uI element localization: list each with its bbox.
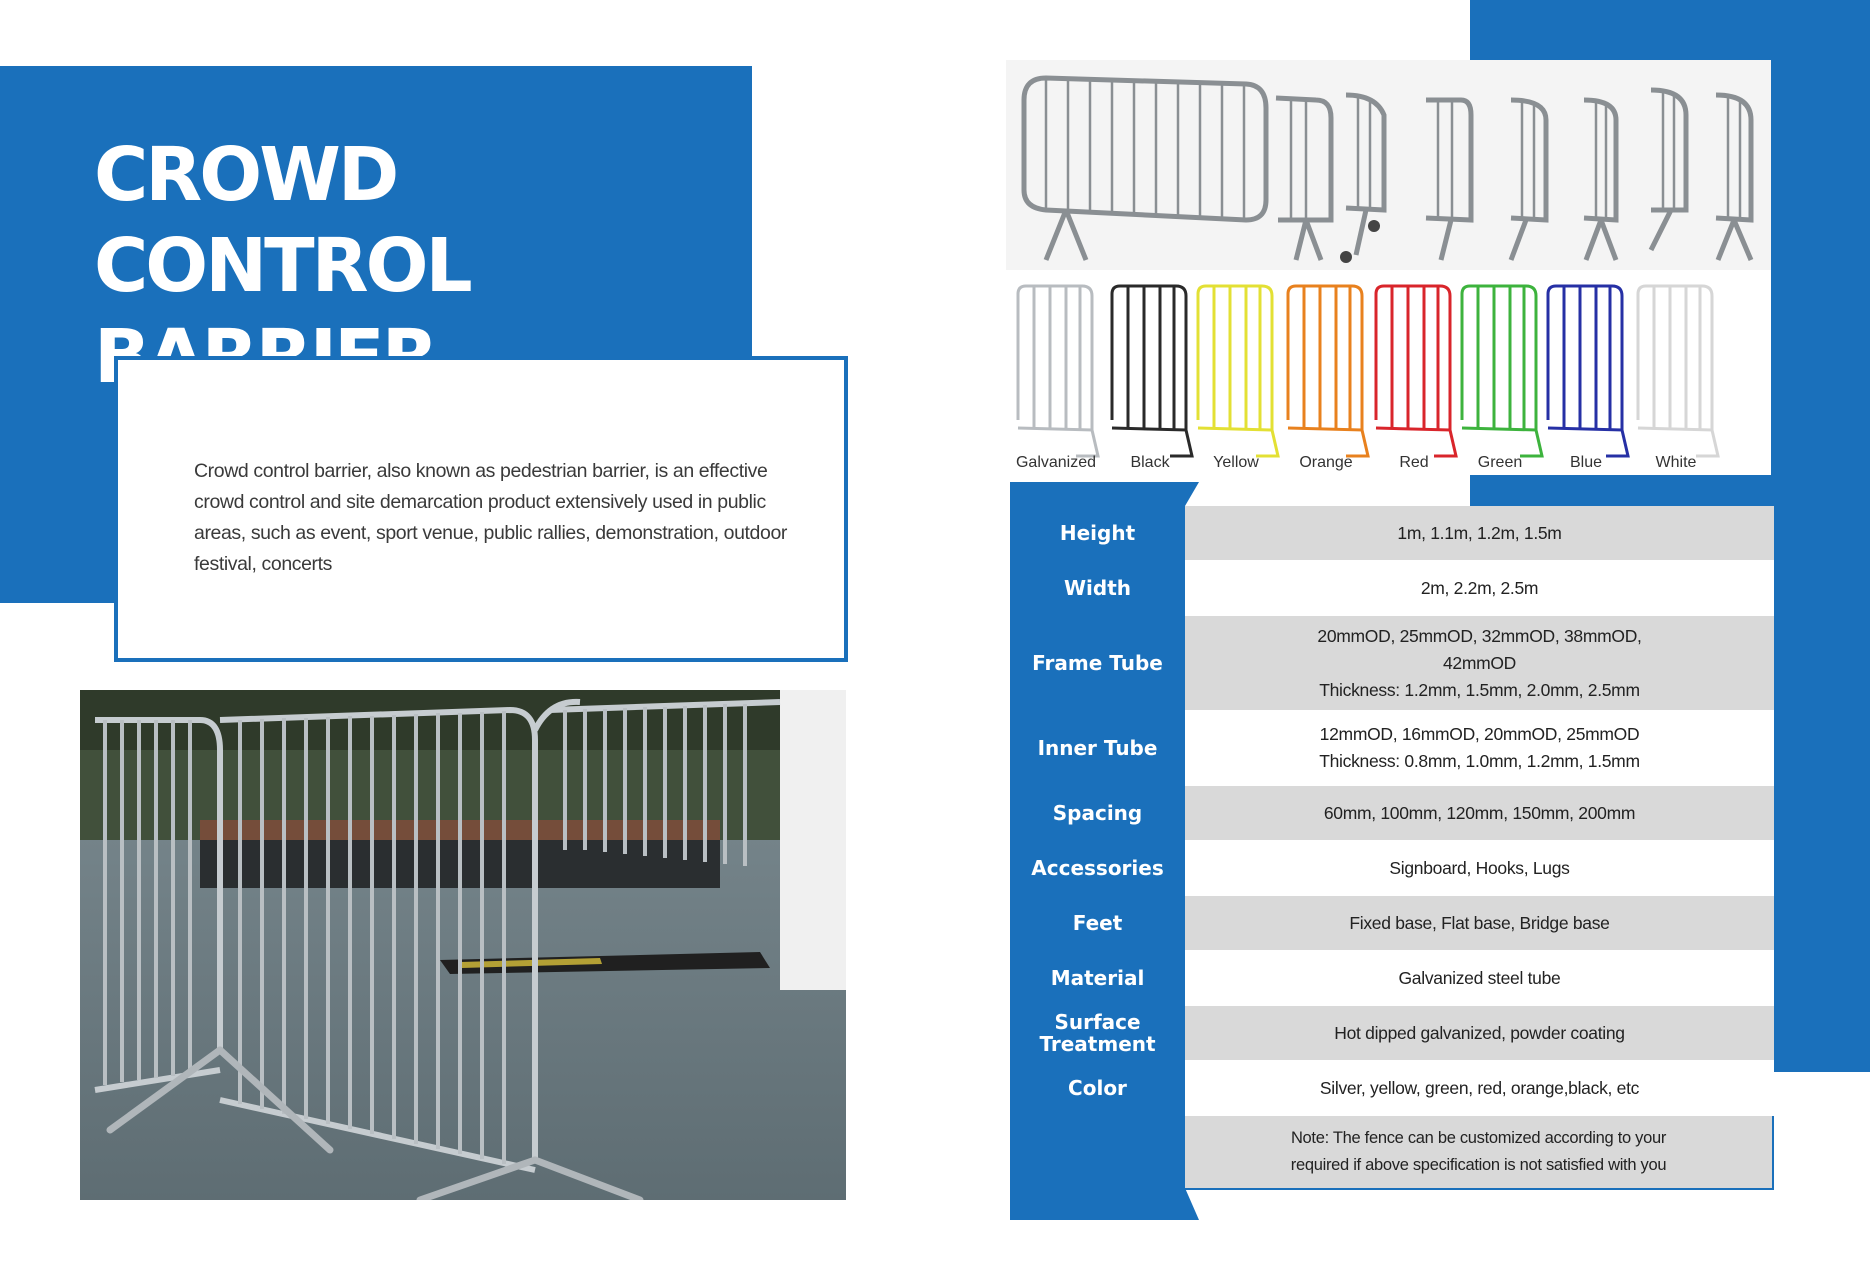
spec-row-frame-tube: Frame Tube 20mmOD, 25mmOD, 32mmOD, 38mmO…	[1010, 616, 1774, 710]
spec-value-frame-tube: 20mmOD, 25mmOD, 32mmOD, 38mmOD, 42mmOD T…	[1185, 616, 1774, 710]
spec-value-line: 1m, 1.1m, 1.2m, 1.5m	[1397, 522, 1562, 543]
variant-label-black: Black	[1130, 454, 1170, 471]
spec-row-accessories: Accessories Signboard, Hooks, Lugs	[1010, 840, 1774, 896]
barrier-green-icon	[1460, 284, 1544, 458]
spec-label-material: Material	[1050, 966, 1145, 990]
barrier-orange-icon	[1286, 284, 1370, 458]
barrier-blue-icon	[1546, 284, 1630, 458]
spec-value-height: 1m, 1.1m, 1.2m, 1.5m	[1185, 506, 1774, 560]
variant-galvanized: Galvanized	[1012, 280, 1100, 475]
spec-value-color: Silver, yellow, green, red, orange,black…	[1185, 1060, 1774, 1116]
spec-row-height: Height 1m, 1.1m, 1.2m, 1.5m	[1010, 506, 1774, 560]
barrier-galvanized-icon	[1016, 284, 1100, 458]
variant-label-yellow: Yellow	[1213, 454, 1259, 471]
variant-blue: Blue	[1542, 280, 1630, 475]
spec-value-line: required if above specification is not s…	[1290, 1156, 1667, 1174]
barrier-red-icon	[1374, 284, 1458, 458]
spec-row-inner-tube: Inner Tube 12mmOD, 16mmOD, 20mmOD, 25mmO…	[1010, 710, 1774, 786]
spec-label-spacing: Spacing	[1052, 801, 1143, 825]
spec-row-width: Width 2m, 2.2m, 2.5m	[1010, 560, 1774, 616]
spec-value-line: 2m, 2.2m, 2.5m	[1420, 577, 1539, 598]
spec-row-material: Material Galvanized steel tube	[1010, 950, 1774, 1006]
spec-value-spacing: 60mm, 100mm, 120mm, 150mm, 200mm	[1185, 786, 1774, 840]
variant-white: White	[1632, 280, 1720, 475]
variant-label-orange: Orange	[1299, 454, 1353, 471]
spec-value-line: Thickness: 1.2mm, 1.5mm, 2.0mm, 2.5mm	[1319, 679, 1640, 700]
spec-value-line: 20mmOD, 25mmOD, 32mmOD, 38mmOD,	[1317, 625, 1642, 646]
variant-label-green: Green	[1477, 454, 1523, 471]
variant-label-white: White	[1655, 454, 1697, 471]
spec-value-line: Hot dipped galvanized, powder coating	[1334, 1022, 1625, 1043]
variant-yellow: Yellow	[1192, 280, 1280, 475]
variant-red: Red	[1370, 280, 1458, 475]
spec-value-line: 60mm, 100mm, 120mm, 150mm, 200mm	[1323, 802, 1636, 823]
spec-table: Height 1m, 1.1m, 1.2m, 1.5m Width 2m, 2.…	[1010, 506, 1774, 1190]
spec-row-note: Note: The fence can be customized accord…	[1010, 1116, 1774, 1190]
table-corner-bottom	[1185, 1188, 1199, 1220]
spec-value-line: Fixed base, Flat base, Bridge base	[1349, 912, 1610, 933]
spec-value-line: 42mmOD	[1442, 652, 1517, 673]
spec-value-width: 2m, 2.2m, 2.5m	[1185, 560, 1774, 616]
variant-label-blue: Blue	[1569, 454, 1603, 471]
table-corner-top	[1185, 482, 1199, 506]
spec-value-surface-treatment: Hot dipped galvanized, powder coating	[1185, 1006, 1774, 1060]
spec-value-line: Thickness: 0.8mm, 1.0mm, 1.2mm, 1.5mm	[1319, 751, 1640, 771]
title-background-block	[0, 66, 752, 360]
description-box: Crowd control barrier, also known as ped…	[114, 356, 848, 662]
product-gallery: Galvanized Black Yellow Orange Red Green…	[1006, 60, 1771, 475]
barrier-black-icon	[1110, 284, 1194, 458]
spec-label-feet: Feet	[1072, 911, 1123, 935]
spec-row-feet: Feet Fixed base, Flat base, Bridge base	[1010, 896, 1774, 950]
variant-label-galvanized: Galvanized	[1015, 454, 1097, 471]
spec-label-inner-tube: Inner Tube	[1037, 736, 1158, 760]
left-blue-band	[0, 360, 117, 603]
spec-label-frame-tube: Frame Tube	[1032, 651, 1163, 675]
spec-value-accessories: Signboard, Hooks, Lugs	[1185, 840, 1774, 896]
spec-value-line: 12mmOD, 16mmOD, 20mmOD, 25mmOD	[1319, 724, 1640, 744]
spec-label-height: Height	[1059, 521, 1136, 545]
spec-value-line: Silver, yellow, green, red, orange,black…	[1319, 1077, 1640, 1098]
spec-label-column	[1010, 482, 1185, 1220]
variant-orange: Orange	[1282, 280, 1370, 475]
barrier-photo	[80, 690, 846, 1200]
barrier-yellow-icon	[1196, 284, 1280, 458]
barrier-white-icon	[1636, 284, 1720, 458]
spec-label-color: Color	[1068, 1076, 1127, 1100]
spec-label-accessories: Accessories	[1031, 856, 1164, 880]
variant-green: Green	[1456, 280, 1544, 475]
spec-label-width: Width	[1063, 576, 1132, 600]
spec-value-note: Note: The fence can be customized accord…	[1185, 1116, 1774, 1190]
barrier-feet-styles-image	[1006, 60, 1771, 270]
spec-value-line: Galvanized steel tube	[1398, 967, 1561, 988]
spec-row-surface-treatment: Surface Treatment Hot dipped galvanized,…	[1010, 1006, 1774, 1060]
spec-label-note	[1010, 1116, 1185, 1190]
spec-label-surface-treatment: Surface Treatment	[1039, 1010, 1156, 1056]
spec-value-material: Galvanized steel tube	[1185, 950, 1774, 1006]
spec-value-line: Signboard, Hooks, Lugs	[1389, 857, 1570, 878]
variant-black: Black	[1106, 280, 1194, 475]
spec-row-spacing: Spacing 60mm, 100mm, 120mm, 150mm, 200mm	[1010, 786, 1774, 840]
spec-value-inner-tube: 12mmOD, 16mmOD, 20mmOD, 25mmOD Thickness…	[1185, 710, 1774, 786]
spec-value-line: Note: The fence can be customized accord…	[1290, 1129, 1667, 1147]
variant-label-red: Red	[1399, 454, 1429, 471]
spec-value-feet: Fixed base, Flat base, Bridge base	[1185, 896, 1774, 950]
description-text: Crowd control barrier, also known as ped…	[194, 460, 787, 575]
spec-row-color: Color Silver, yellow, green, red, orange…	[1010, 1060, 1774, 1116]
